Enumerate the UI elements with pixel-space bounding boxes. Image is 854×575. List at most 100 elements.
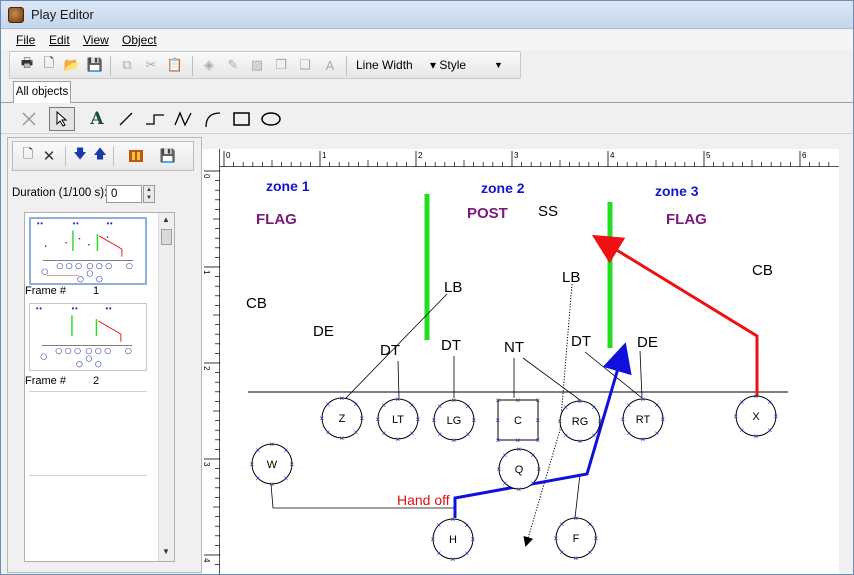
- polyline-tool-icon[interactable]: [171, 107, 197, 131]
- delete-frame-icon[interactable]: ✕: [42, 148, 56, 165]
- frame-2-preview: ■ ■ ■ ■ ■ ■: [36, 307, 133, 368]
- scroll-up-icon[interactable]: ▲: [162, 215, 170, 224]
- spinner-down-icon[interactable]: ▼: [146, 195, 152, 201]
- toolbar-separator: [65, 146, 66, 166]
- ruler-left: 0 1 2 3 4: [202, 149, 220, 574]
- frame-number-2: 2: [93, 375, 100, 387]
- open-folder-icon[interactable]: 📂: [63, 57, 81, 72]
- frames-scrollbar[interactable]: ▲ ▼: [158, 213, 174, 561]
- line-width-dropdown[interactable]: Line Width: [356, 58, 413, 72]
- save-icon[interactable]: 💾: [86, 57, 104, 72]
- bring-front-icon[interactable]: ❐: [275, 57, 287, 72]
- duration-spinner[interactable]: ▲ ▼: [143, 185, 155, 203]
- menu-object-label: Object: [122, 33, 157, 47]
- frame-thumbnail-1[interactable]: ■ ■ ■ ■ ■ ■ ■■■ ■■: [29, 217, 147, 285]
- frame-slot-empty[interactable]: [29, 391, 147, 471]
- toolbar-separator: [346, 56, 347, 76]
- menu-object[interactable]: Object: [122, 33, 157, 47]
- add-frame-icon[interactable]: 🗋: [22, 146, 34, 161]
- image-icon[interactable]: ▨: [250, 57, 264, 72]
- svg-text:■: ■: [65, 240, 67, 244]
- toolbar-separator: [113, 146, 114, 166]
- duration-input[interactable]: 0: [106, 185, 142, 203]
- ruler-top-label: 5: [706, 151, 711, 160]
- toolbar-separator: [110, 56, 111, 76]
- duration-label: Duration (1/100 s):: [12, 187, 108, 199]
- delete-x-icon[interactable]: [16, 107, 42, 131]
- style-dropdown[interactable]: ▾ Style: [430, 58, 467, 72]
- frames-panel: 🗋 ✕ 🡇 🡅 💾 Duration (1/100 s): 0 ▲ ▼ ■ ■ …: [7, 137, 202, 573]
- football-app-icon: [8, 7, 24, 23]
- ruler-top-label: 3: [514, 151, 519, 160]
- ruler-top-label: 0: [226, 151, 231, 160]
- svg-text:■ ■: ■ ■: [36, 307, 42, 311]
- tabs-row: All objects: [1, 81, 853, 103]
- ruler-top-label: 1: [322, 151, 327, 160]
- menu-file[interactable]: File: [16, 33, 35, 47]
- move-up-icon[interactable]: 🡅: [93, 146, 107, 161]
- svg-text:■: ■: [45, 244, 47, 248]
- spinner-up-icon[interactable]: ▲: [146, 187, 152, 193]
- title-bar: Play Editor: [1, 1, 853, 29]
- ruler-top-label: 6: [802, 151, 807, 160]
- drawing-toolbar: A: [1, 104, 853, 134]
- ruler-top-label: 4: [610, 151, 615, 160]
- scroll-down-icon[interactable]: ▼: [162, 547, 170, 556]
- frame-label-2-text: Frame #: [25, 375, 66, 387]
- save-frames-icon[interactable]: 💾: [159, 148, 177, 163]
- frame-thumbnail-2[interactable]: ■ ■ ■ ■ ■ ■: [29, 303, 147, 371]
- svg-text:■: ■: [107, 235, 109, 239]
- style-dropdown-label: Style: [439, 58, 467, 72]
- svg-text:■ ■: ■ ■: [73, 222, 79, 226]
- play-canvas[interactable]: [202, 149, 839, 574]
- cut-icon[interactable]: ✂: [145, 57, 157, 72]
- frames-list: ■ ■ ■ ■ ■ ■ ■ ■ ■ ■ ■: [24, 212, 175, 562]
- line-tool-icon[interactable]: [113, 107, 139, 131]
- ruler-left-label: 1: [202, 270, 211, 275]
- frames-toolbar: 🗋 ✕ 🡇 🡅 💾: [12, 141, 194, 171]
- fill-color-icon[interactable]: ◈: [204, 57, 214, 72]
- ruler-left-label: 3: [202, 462, 211, 467]
- menu-edit[interactable]: Edit: [49, 33, 70, 47]
- window-title: Play Editor: [31, 7, 94, 22]
- new-file-icon[interactable]: 🗋: [43, 55, 55, 70]
- svg-text:■ ■: ■ ■: [72, 307, 78, 311]
- main-toolbar: 🖶 🗋 📂 💾 ⧉ ✂ 📋 ◈ ✎ ▨ ❐ ❑ A Line Width ▾ S…: [9, 51, 521, 79]
- ruler-left-label: 4: [202, 558, 211, 563]
- ruler-top-ticks: 0 1 2 3 4 5 6: [223, 151, 830, 167]
- ruler-top-label: 2: [418, 151, 423, 160]
- frame-number-1: 1: [93, 285, 100, 297]
- print-icon[interactable]: 🖶: [20, 55, 34, 70]
- font-icon[interactable]: A: [325, 57, 335, 73]
- arc-tool-icon[interactable]: [200, 107, 226, 131]
- svg-text:■ ■: ■ ■: [106, 307, 112, 311]
- select-pointer-icon[interactable]: [49, 107, 75, 131]
- menu-file-label: File: [16, 33, 36, 47]
- frame-1-preview: ■ ■ ■ ■ ■ ■ ■■■ ■■: [37, 222, 134, 283]
- ellipse-tool-icon[interactable]: [258, 107, 284, 131]
- frame-slot-empty[interactable]: [29, 475, 147, 555]
- svg-text:■ ■: ■ ■: [107, 222, 113, 226]
- tab-all-objects[interactable]: All objects: [13, 81, 71, 103]
- move-down-icon[interactable]: 🡇: [73, 146, 87, 161]
- film-icon[interactable]: [127, 147, 145, 165]
- menu-view-label: View: [83, 33, 109, 47]
- style-dropdown-arrow-icon[interactable]: ▼: [494, 60, 503, 70]
- svg-text:■ ■: ■ ■: [37, 222, 43, 226]
- text-tool-icon[interactable]: A: [90, 109, 104, 129]
- paste-icon[interactable]: 📋: [166, 57, 184, 72]
- ruler-left-label: 2: [202, 366, 211, 371]
- elbow-line-tool-icon[interactable]: [142, 107, 168, 131]
- menu-edit-label: Edit: [49, 33, 70, 47]
- menu-view[interactable]: View: [83, 33, 109, 47]
- send-back-icon[interactable]: ❑: [299, 57, 311, 72]
- ruler-left-label: 0: [202, 174, 211, 179]
- scrollbar-thumb[interactable]: [161, 229, 172, 245]
- frame-label-2: Frame # 2: [25, 375, 99, 387]
- toolbar-separator: [192, 56, 193, 76]
- rectangle-tool-icon[interactable]: [229, 107, 255, 131]
- pen-color-icon[interactable]: ✎: [227, 57, 239, 72]
- frame-label-1: Frame # 1: [25, 285, 99, 297]
- ruler-left-ticks: 0 1 2 3 4: [202, 170, 220, 565]
- copy-icon[interactable]: ⧉: [122, 57, 132, 72]
